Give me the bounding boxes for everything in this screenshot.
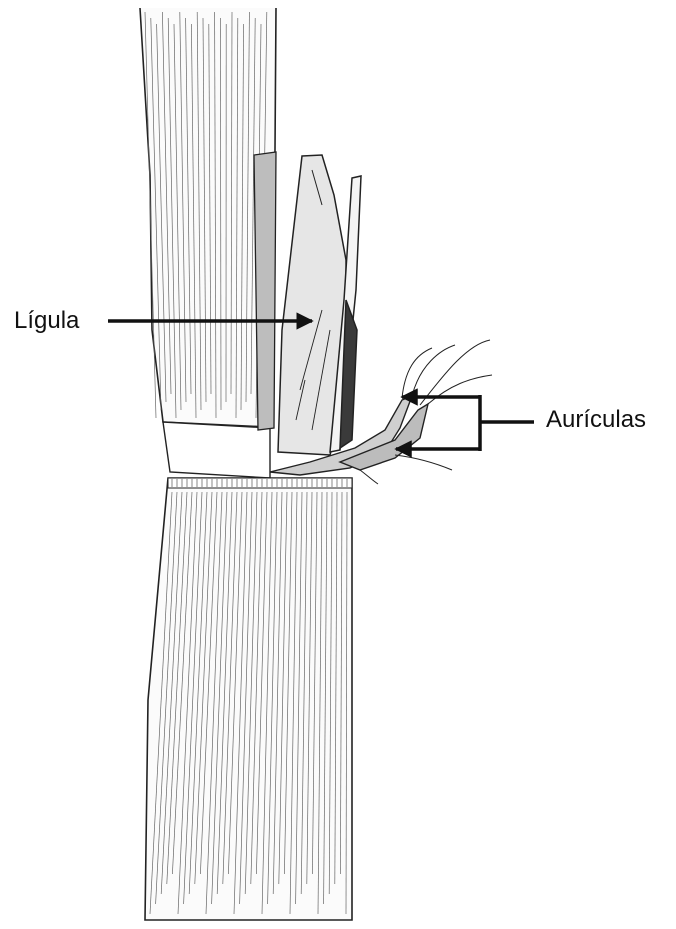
auriculas-label: Aurículas bbox=[546, 408, 646, 432]
ligula-label: Lígula bbox=[14, 309, 79, 333]
sheath-margin bbox=[254, 152, 276, 430]
ligule bbox=[278, 155, 361, 455]
lower-internode bbox=[145, 478, 352, 920]
node-band bbox=[163, 422, 270, 478]
